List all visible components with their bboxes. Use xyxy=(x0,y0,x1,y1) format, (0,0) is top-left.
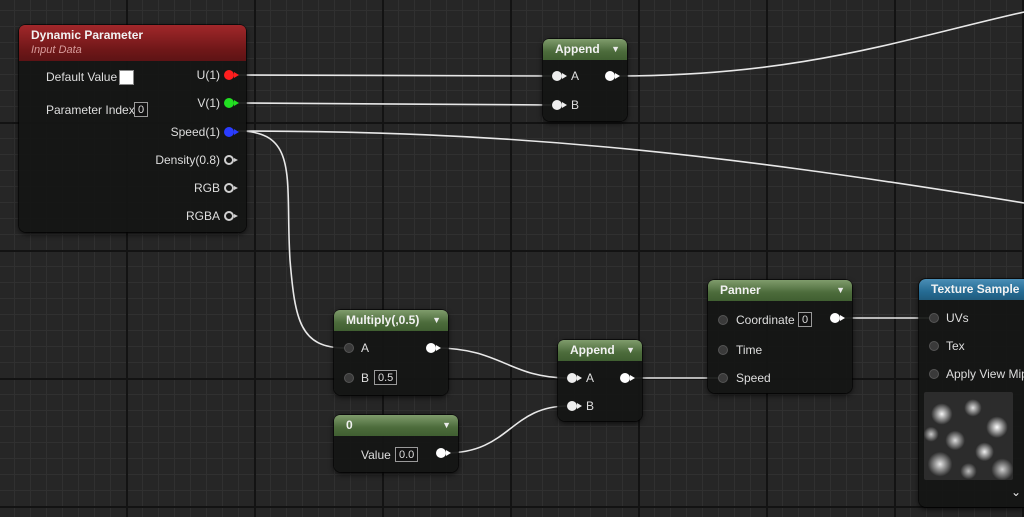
panner-speed-label: Speed xyxy=(736,371,771,385)
multiply-node[interactable]: Multiply(,0.5) ▼ A B 0.5 xyxy=(334,310,448,395)
texture-uvs-label: UVs xyxy=(946,311,969,325)
output-v-label: V(1) xyxy=(197,96,220,110)
panner-title: Panner xyxy=(720,283,761,297)
output-v-pin[interactable] xyxy=(224,98,239,108)
panner-time-label: Time xyxy=(736,343,763,357)
append-mid-header[interactable]: Append ▼ xyxy=(558,340,642,361)
wire-constant-to-append-b xyxy=(445,405,569,454)
append-top-input-b-label: B xyxy=(571,98,580,112)
append-node-mid[interactable]: Append ▼ A B xyxy=(558,340,642,421)
multiply-output-pin[interactable] xyxy=(426,343,441,353)
append-top-input-a-label: A xyxy=(571,69,580,83)
default-value-swatch[interactable] xyxy=(119,70,134,85)
output-u-pin[interactable] xyxy=(224,70,239,80)
wire-multiply-to-append-a xyxy=(435,347,569,379)
append-top-title: Append xyxy=(555,42,600,56)
append-mid-title: Append xyxy=(570,343,615,357)
texture-tex-pin[interactable] xyxy=(929,341,939,351)
multiply-input-b-pin[interactable] xyxy=(344,373,354,383)
chevron-down-icon[interactable]: ▼ xyxy=(611,44,620,54)
wire-u-to-append-a xyxy=(237,74,552,77)
output-u-label: U(1) xyxy=(196,68,220,82)
output-rgba-label: RGBA xyxy=(185,209,220,223)
dynamic-parameter-title: Dynamic Parameter xyxy=(31,28,144,42)
default-value-label: Default Value xyxy=(46,70,118,84)
texture-sample-header[interactable]: Texture Sample xyxy=(919,279,1024,300)
chevron-down-icon[interactable]: ▼ xyxy=(836,285,845,295)
multiply-b-value-input[interactable]: 0.5 xyxy=(374,370,398,385)
multiply-header[interactable]: Multiply(,0.5) ▼ xyxy=(334,310,448,331)
constant-node[interactable]: 0 ▼ Value 0.0 xyxy=(334,415,458,472)
output-rgb-label: RGB xyxy=(193,181,220,195)
chevron-down-icon[interactable]: ▼ xyxy=(442,420,451,430)
texture-mipbias-pin[interactable] xyxy=(929,369,939,379)
panner-time-pin[interactable] xyxy=(718,345,728,355)
multiply-input-b-label: B xyxy=(361,371,370,385)
output-density-pin[interactable] xyxy=(224,155,238,165)
panner-output-pin[interactable] xyxy=(830,313,845,323)
parameter-index-input[interactable]: 0 xyxy=(134,102,149,117)
texture-sample-node[interactable]: Texture Sample UVs Tex Apply View MipBia… xyxy=(919,279,1024,507)
multiply-title: Multiply(,0.5) xyxy=(346,313,420,327)
wire-append-out-to-right xyxy=(615,11,1024,77)
output-speed-pin[interactable] xyxy=(224,127,239,137)
panner-coordinate-label: Coordinate xyxy=(736,313,795,327)
panner-node[interactable]: Panner ▼ Coordinate 0 Time Speed xyxy=(708,280,852,393)
texture-mipbias-label: Apply View MipBias xyxy=(946,367,1024,381)
constant-value-label: Value xyxy=(361,448,391,462)
dynamic-parameter-node[interactable]: Dynamic Parameter Input Data Default Val… xyxy=(19,25,246,232)
constant-value-input[interactable]: 0.0 xyxy=(395,447,419,462)
chevron-down-icon[interactable]: ⌄ xyxy=(1010,485,1021,499)
wire-speed-to-multiply-a xyxy=(237,130,346,349)
texture-sample-title: Texture Sample xyxy=(931,282,1020,296)
output-speed-label: Speed(1) xyxy=(170,125,220,139)
append-mid-output-pin[interactable] xyxy=(620,373,635,383)
append-mid-input-b-label: B xyxy=(586,399,595,413)
append-mid-input-a-label: A xyxy=(586,371,595,385)
append-node-top[interactable]: Append ▼ A B xyxy=(543,39,627,121)
append-top-header[interactable]: Append ▼ xyxy=(543,39,627,60)
parameter-index-label: Parameter Index xyxy=(46,103,135,117)
panner-coordinate-pin[interactable] xyxy=(718,315,728,325)
chevron-down-icon[interactable]: ▼ xyxy=(432,315,441,325)
wire-speed-to-right xyxy=(237,130,1024,204)
texture-preview-thumbnail[interactable] xyxy=(924,392,1013,480)
output-density-label: Density(0.8) xyxy=(155,153,220,167)
panner-header[interactable]: Panner ▼ xyxy=(708,280,852,301)
dynamic-parameter-subtitle: Input Data xyxy=(31,44,82,56)
append-mid-input-b-pin[interactable] xyxy=(567,401,582,411)
panner-coordinate-input[interactable]: 0 xyxy=(798,312,813,327)
append-top-input-a-pin[interactable] xyxy=(552,71,567,81)
panner-speed-pin[interactable] xyxy=(718,373,728,383)
dynamic-parameter-header[interactable]: Dynamic Parameter Input Data xyxy=(19,25,246,61)
wire-v-to-append-b xyxy=(237,102,552,106)
output-rgba-pin[interactable] xyxy=(224,211,238,221)
multiply-input-a-pin[interactable] xyxy=(344,343,354,353)
texture-tex-label: Tex xyxy=(946,339,965,353)
append-top-output-pin[interactable] xyxy=(605,71,620,81)
constant-header[interactable]: 0 ▼ xyxy=(334,415,458,436)
append-mid-input-a-pin[interactable] xyxy=(567,373,582,383)
constant-output-pin[interactable] xyxy=(436,448,451,458)
texture-uvs-pin[interactable] xyxy=(929,313,939,323)
chevron-down-icon[interactable]: ▼ xyxy=(626,345,635,355)
output-rgb-pin[interactable] xyxy=(224,183,238,193)
constant-title: 0 xyxy=(346,418,353,432)
multiply-input-a-label: A xyxy=(361,341,370,355)
append-top-input-b-pin[interactable] xyxy=(552,100,567,110)
